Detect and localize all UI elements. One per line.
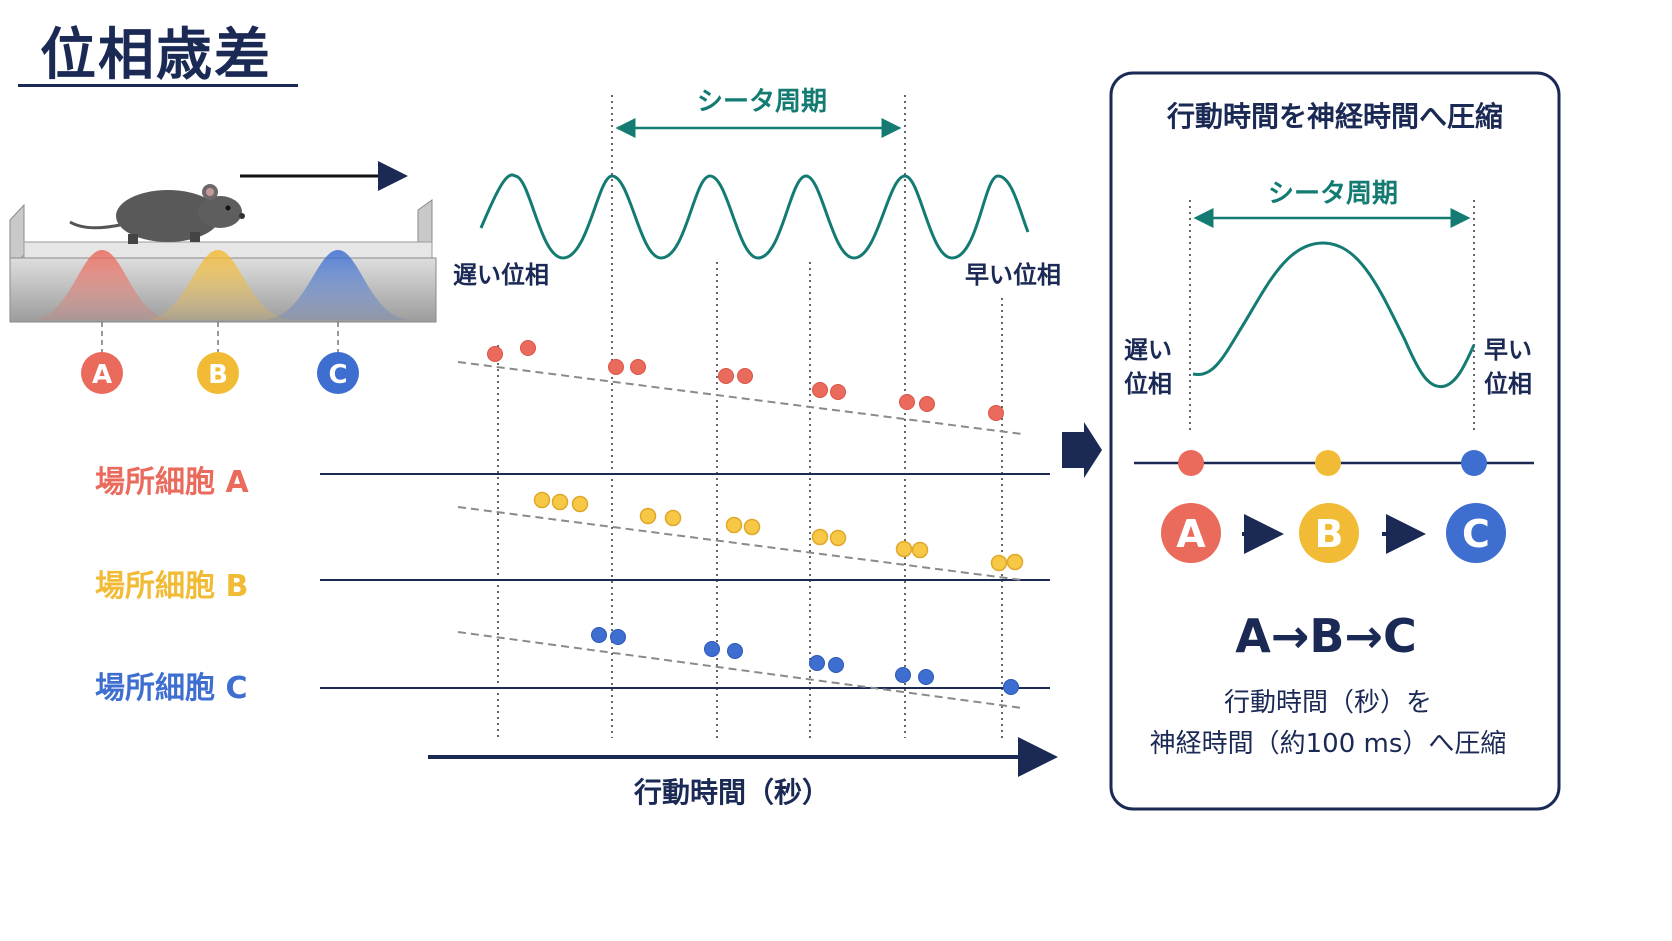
time-axis-label: 行動時間（秒）	[633, 776, 830, 809]
compression-caption-line1: 行動時間（秒）を	[1224, 688, 1432, 718]
mouse-icon	[69, 184, 245, 244]
place-field-b	[142, 250, 295, 320]
spike	[895, 667, 911, 683]
compression-header: 行動時間を神経時間へ圧縮	[1166, 100, 1503, 133]
compressed-spike-c	[1461, 450, 1487, 476]
cell-c-spikes	[591, 627, 1019, 695]
spike	[828, 657, 844, 673]
right-theta-wave	[1192, 241, 1476, 389]
spike	[919, 396, 935, 412]
spike	[727, 643, 743, 659]
spike	[829, 529, 847, 547]
sequence-badge-b: B	[1299, 503, 1359, 563]
early-phase-label: 早い位相	[965, 261, 1061, 289]
place-field-a	[30, 250, 175, 320]
spike	[811, 528, 829, 546]
spike	[639, 507, 657, 525]
svg-text:B: B	[208, 360, 228, 390]
cell-a-label: 場所細胞 A	[95, 465, 249, 500]
cell-b-trend	[457, 506, 1023, 581]
sequence-badge-c: C	[1446, 503, 1506, 563]
spike	[918, 669, 934, 685]
spike	[630, 359, 646, 375]
spike	[899, 394, 915, 410]
cell-a-trend	[457, 361, 1023, 435]
spike	[812, 382, 828, 398]
sequence-badge-a: A	[1161, 503, 1221, 563]
sequence-text: A→B→C	[1235, 609, 1417, 663]
spike	[551, 493, 569, 511]
spike	[704, 641, 720, 657]
theta-wave	[479, 173, 1030, 260]
track-marker-c: C	[317, 352, 359, 394]
track-marker-a: A	[81, 352, 123, 394]
linear-track	[9, 199, 437, 323]
title-underline	[18, 84, 298, 87]
cell-b-label: 場所細胞 B	[95, 569, 248, 604]
spike	[830, 384, 846, 400]
spike	[809, 655, 825, 671]
spike	[990, 554, 1008, 572]
cell-c-label: 場所細胞 C	[95, 671, 247, 706]
spike	[664, 509, 682, 527]
compressed-spike-a	[1178, 450, 1204, 476]
track-marker-lines	[101, 322, 339, 354]
spike	[571, 495, 589, 513]
spike	[737, 368, 753, 384]
spike	[591, 627, 607, 643]
cycle-guide-lines	[497, 95, 1003, 738]
right-late-phase-label: 位相	[1124, 370, 1172, 398]
cell-a-spikes	[487, 340, 1004, 421]
right-early-phase-label: 早い	[1484, 336, 1532, 364]
spike	[988, 405, 1004, 421]
spike	[487, 346, 503, 362]
spike	[1006, 553, 1024, 571]
spike	[895, 540, 913, 558]
compressed-spike-b	[1315, 450, 1341, 476]
place-field-c	[262, 250, 412, 320]
cell-c-trend	[457, 631, 1023, 709]
theta-period-label: シータ周期	[697, 87, 827, 117]
spike	[608, 359, 624, 375]
right-late-phase-label: 遅い	[1124, 336, 1172, 364]
right-theta-period-label: シータ周期	[1268, 179, 1398, 209]
compression-panel	[1109, 71, 1561, 811]
svg-text:C: C	[1462, 512, 1490, 556]
spike	[533, 491, 551, 509]
svg-text:A: A	[1176, 512, 1206, 556]
spike	[743, 518, 761, 536]
spike	[718, 368, 734, 384]
track-marker-b: B	[197, 352, 239, 394]
svg-text:B: B	[1315, 512, 1344, 556]
spike	[610, 629, 626, 645]
svg-text:C: C	[328, 360, 347, 390]
spike	[520, 340, 536, 356]
late-phase-label: 遅い位相	[453, 261, 549, 289]
spike	[725, 516, 743, 534]
spike	[911, 541, 929, 559]
cell-b-spikes	[533, 491, 1024, 572]
page-title: 位相歳差	[40, 23, 272, 88]
arrow-right-icon	[1062, 422, 1102, 478]
svg-text:A: A	[92, 360, 112, 390]
spike	[1003, 679, 1019, 695]
right-early-phase-label: 位相	[1484, 370, 1532, 398]
compression-caption-line2: 神経時間（約100 ms）へ圧縮	[1150, 729, 1507, 759]
